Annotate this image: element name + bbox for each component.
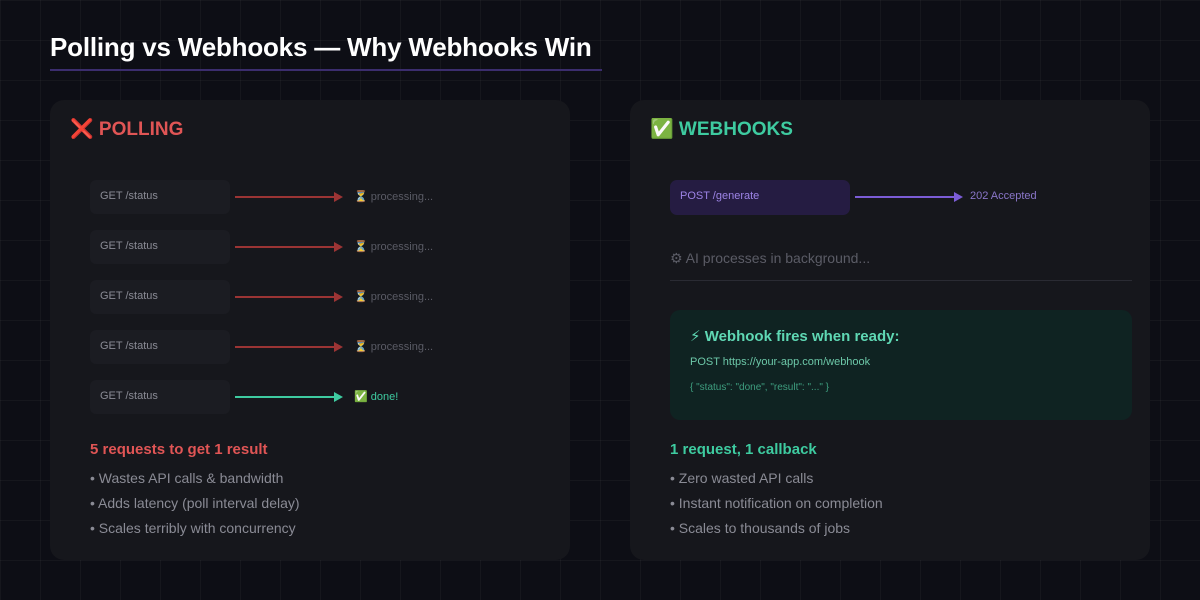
webhooks-panel: ✅ WEBHOOKS POST /generate 202 Accepted ⚙… [630,100,1150,560]
webhook-payload: { "status": "done", "result": "..." } [690,382,830,393]
divider [670,280,1132,281]
processing-status: ⏳ processing... [354,341,434,353]
get-status-request: GET /status [90,380,230,414]
polling-request-row: GET /status ✅ done! [90,380,490,414]
done-status: ✅ done! [354,391,399,403]
polling-bullets: • Wastes API calls & bandwidth • Adds la… [90,467,300,542]
polling-request-row: GET /status ⏳ processing... [90,330,490,364]
webhook-callback-box: ⚡ Webhook fires when ready: POST https:/… [670,310,1132,420]
post-generate-request: POST /generate [670,180,850,215]
request-arrow-icon [235,292,343,302]
polling-summary: 5 requests to get 1 result [90,441,268,458]
webhooks-bullet: • Scales to thousands of jobs [670,520,851,536]
webhooks-bullet: • Zero wasted API calls [670,470,814,486]
polling-heading: ❌ POLLING [70,119,184,140]
request-arrow-icon [235,192,343,202]
webhooks-summary: 1 request, 1 callback [670,441,817,458]
polling-request-row: GET /status ⏳ processing... [90,230,490,264]
request-arrow-icon [235,242,343,252]
title-underline [50,69,602,71]
get-status-request: GET /status [90,280,230,314]
webhooks-bullets: • Zero wasted API calls • Instant notifi… [670,467,883,542]
webhook-title: ⚡ Webhook fires when ready: [690,328,900,345]
processing-status: ⏳ processing... [354,191,434,203]
request-arrow-icon [855,192,963,202]
get-status-request: GET /status [90,330,230,364]
request-arrow-icon [235,392,343,402]
webhooks-heading: ✅ WEBHOOKS [650,119,793,140]
background-processing-note: ⚙ AI processes in background... [670,250,871,266]
get-status-request: GET /status [90,180,230,214]
processing-status: ⏳ processing... [354,241,434,253]
webhook-url: POST https://your-app.com/webhook [690,356,871,368]
get-status-request: GET /status [90,230,230,264]
polling-bullet: • Wastes API calls & bandwidth [90,470,284,486]
polling-request-row: GET /status ⏳ processing... [90,180,490,214]
polling-bullet: • Adds latency (poll interval delay) [90,495,300,511]
accepted-response: 202 Accepted [970,190,1037,202]
processing-status: ⏳ processing... [354,291,434,303]
polling-panel: ❌ POLLING GET /status⏳ processing...GET … [50,100,570,560]
page-title: Polling vs Webhooks — Why Webhooks Win [50,32,592,62]
request-arrow-icon [235,342,343,352]
polling-bullet: • Scales terribly with concurrency [90,520,296,536]
polling-request-row: GET /status ⏳ processing... [90,280,490,314]
webhooks-bullet: • Instant notification on completion [670,495,883,511]
